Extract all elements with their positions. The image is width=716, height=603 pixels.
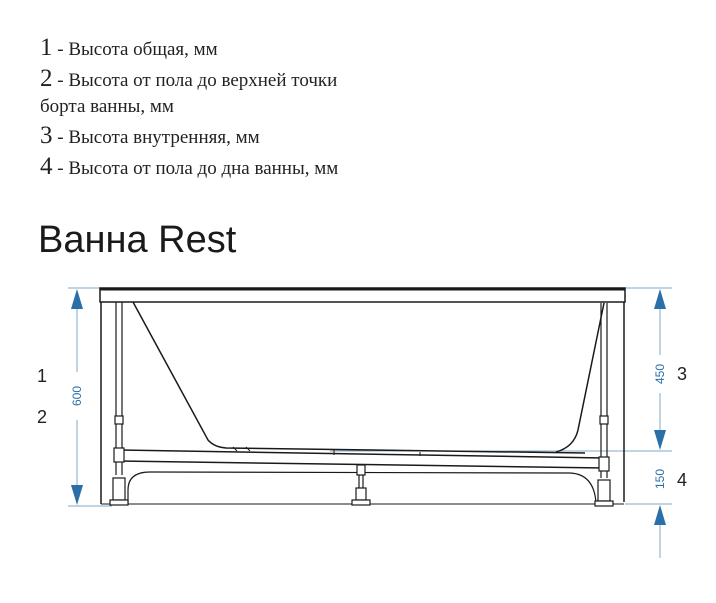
dim-inner-height: 450 xyxy=(653,364,667,384)
dim-total-height: 600 xyxy=(70,386,84,406)
legend-text: борта ванны, мм xyxy=(40,96,174,117)
arrow-up-icon xyxy=(71,289,83,309)
dimension-arrows xyxy=(71,289,666,525)
bathtub-outline xyxy=(99,287,626,505)
extension-lines xyxy=(68,287,672,507)
legend-item-2: 2 - Высота от пола до верхней точки xyxy=(40,65,337,93)
legend-item-1: 1 - Высота общая, мм xyxy=(40,34,218,62)
legend-item-4: 4 - Высота от пола до дна ванны, мм xyxy=(40,153,338,181)
arrow-down-icon xyxy=(71,485,83,505)
legend-text: - Высота от пола до верхней точки xyxy=(52,70,338,91)
label-2: 2 xyxy=(37,407,48,427)
legend-item-3: 3 - Высота внутренняя, мм xyxy=(40,122,260,150)
dim-floor-to-bottom: 150 xyxy=(653,469,667,489)
page-title: Ванна Rest xyxy=(38,219,237,261)
legend-number: 4 xyxy=(40,153,53,180)
legend-item-2-cont: борта ванны, мм xyxy=(40,96,174,118)
dimension-lines xyxy=(76,295,661,558)
legend-text: - Высота общая, мм xyxy=(52,39,218,60)
legend-text: - Высота внутренняя, мм xyxy=(52,127,260,148)
legend-text: - Высота от пола до дна ванны, мм xyxy=(52,158,339,179)
legend-number: 3 xyxy=(40,122,53,149)
legend-number: 2 xyxy=(40,65,53,92)
label-3: 3 xyxy=(677,364,688,384)
arrow-down-icon xyxy=(654,430,666,450)
label-4: 4 xyxy=(677,470,688,490)
label-1: 1 xyxy=(37,366,48,386)
arrow-up-icon xyxy=(654,505,666,525)
legend-number: 1 xyxy=(40,34,53,61)
arrow-up-icon xyxy=(654,289,666,309)
support-legs xyxy=(109,302,614,507)
